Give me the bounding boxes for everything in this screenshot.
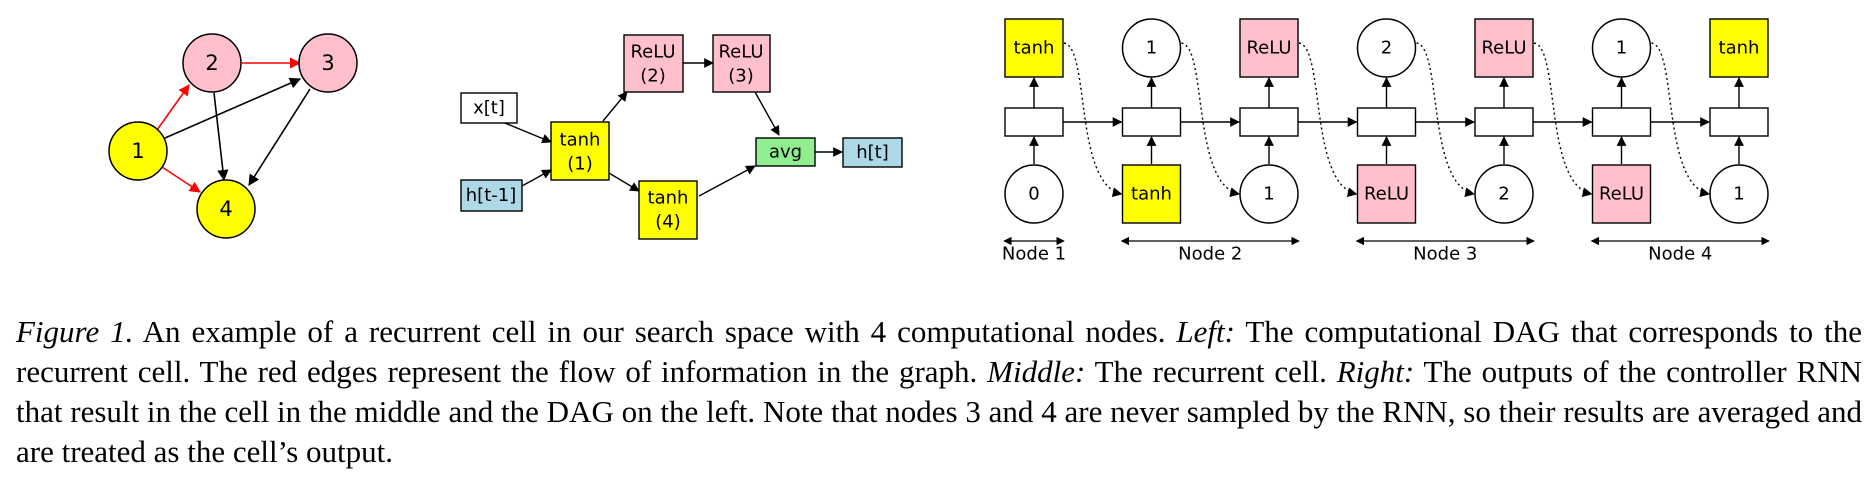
cell-tanh1-index: (1) <box>567 154 593 175</box>
cell-edges <box>499 58 843 197</box>
controller-output-7-node <box>1709 18 1769 78</box>
dag-edge-1-4 <box>161 166 201 193</box>
cell-tanh1-label: tanh <box>560 130 601 151</box>
cell-h-out-label: h[t] <box>856 142 889 163</box>
controller-step-6-state <box>1591 107 1652 137</box>
controller-step-7-state <box>1709 107 1769 137</box>
caption-right-label: Right: <box>1336 354 1415 389</box>
controller-step-4-state <box>1356 107 1417 137</box>
cell-relu3: ReLU (3) <box>712 34 771 93</box>
controller-output-5-label: ReLU <box>1481 38 1526 59</box>
controller-group-4-label: Node 4 <box>1648 244 1712 265</box>
controller-input-1-label: 0 <box>1028 184 1039 205</box>
controller-step-5-state <box>1474 107 1534 137</box>
figure-diagram: 1 2 3 4 x[t] <box>108 18 1770 265</box>
cell-edge-tanh4-avg <box>698 165 756 197</box>
dag-node-4: 4 <box>196 179 256 239</box>
controller-feedback-1 <box>1063 42 1123 197</box>
controller-input-2-node <box>1121 164 1182 224</box>
cell-avg-label: avg <box>769 142 802 163</box>
cell-edge-tanh1-relu2 <box>602 91 628 122</box>
cell-relu2-label: ReLU <box>630 42 675 63</box>
controller-input-5-label: 2 <box>1498 184 1509 205</box>
cell-tanh4-label: tanh <box>648 188 689 209</box>
caption-left-label: Left: <box>1176 314 1235 349</box>
dag-edge-1-2 <box>156 84 190 131</box>
controller-panel: tanh01tanhReLU12ReLUReLU21ReLUtanh1Node … <box>1002 18 1770 265</box>
controller-input-5-node <box>1474 164 1534 224</box>
cell-edge-tanh1-tanh4 <box>608 172 640 192</box>
dag-edges <box>156 57 311 193</box>
cell-tanh4: tanh (4) <box>638 180 698 240</box>
cell-x-input-label: x[t] <box>473 98 505 119</box>
dag-node-2: 2 <box>182 33 242 93</box>
controller-input-2-label: tanh <box>1131 184 1172 205</box>
cell-edge-relu3-avg <box>754 91 780 136</box>
controller-output-4-node <box>1356 18 1417 78</box>
figure-caption: Figure 1. An example of a recurrent cell… <box>16 312 1862 472</box>
controller-group-2-label: Node 2 <box>1178 244 1242 265</box>
controller-output-3-node <box>1239 18 1299 78</box>
controller-feedback-2 <box>1181 42 1240 197</box>
controller-input-7-node <box>1709 164 1769 224</box>
dag-node-2-label: 2 <box>205 51 218 75</box>
caption-part-3: The recurrent cell. <box>1085 354 1337 389</box>
cell-edge-x-tanh1 <box>499 120 552 144</box>
dag-node-3: 3 <box>298 33 358 93</box>
controller-feedback-5 <box>1533 42 1593 197</box>
cell-relu2: ReLU (2) <box>623 34 684 93</box>
controller-group-3-label: Node 3 <box>1413 244 1477 265</box>
cell-x-input: x[t] <box>460 92 518 124</box>
caption-part-2: The computational DAG that corresponds t… <box>16 314 1862 389</box>
controller-input-6-label: ReLU <box>1599 184 1644 205</box>
controller-step-1-state <box>1004 107 1064 137</box>
controller-input-3-node <box>1239 164 1299 224</box>
controller-feedback-6 <box>1651 42 1710 197</box>
dag-edge-1-3 <box>164 77 302 139</box>
controller-output-2-node <box>1121 18 1182 78</box>
caption-figure-label: Figure 1. <box>16 314 134 349</box>
controller-output-6-label: 1 <box>1616 38 1627 59</box>
caption-part-4: The outputs of the controller RNN that r… <box>16 354 1862 469</box>
controller-input-4-label: ReLU <box>1364 184 1409 205</box>
cell-edge-h-tanh1 <box>521 169 552 187</box>
dag-node-3-label: 3 <box>321 51 334 75</box>
controller-feedback-4 <box>1416 42 1475 197</box>
cell-h-out: h[t] <box>842 137 903 168</box>
dag-node-1: 1 <box>108 121 168 181</box>
cell-avg: avg <box>755 137 816 167</box>
cell-relu3-index: (3) <box>728 66 754 87</box>
controller-input-3-label: 1 <box>1263 184 1274 205</box>
controller-output-1-label: tanh <box>1014 38 1055 59</box>
dag-panel: 1 2 3 4 <box>108 33 358 239</box>
caption-part-1: An example of a recurrent cell in our se… <box>133 314 1177 349</box>
cell-tanh1: tanh (1) <box>550 121 610 181</box>
controller-input-6-node <box>1591 164 1652 224</box>
controller-feedback-3 <box>1298 42 1358 197</box>
controller-output-2-label: 1 <box>1146 38 1157 59</box>
controller-step-3-state <box>1239 107 1299 137</box>
caption-middle-label: Middle: <box>987 354 1086 389</box>
dag-node-4-label: 4 <box>219 197 232 221</box>
controller-output-7-label: tanh <box>1719 38 1760 59</box>
controller-output-3-label: ReLU <box>1246 38 1291 59</box>
controller-output-5-node <box>1474 18 1534 78</box>
cell-tanh4-index: (4) <box>655 212 681 233</box>
dag-edge-3-4 <box>248 88 311 186</box>
dag-node-1-label: 1 <box>131 139 144 163</box>
controller-input-4-node <box>1356 164 1417 224</box>
controller-group-1-label: Node 1 <box>1002 244 1066 265</box>
cell-panel: x[t] h[t-1] tanh (1) ReLU (2) ReLU (3) t… <box>460 34 903 240</box>
controller-output-6-node <box>1591 18 1652 78</box>
cell-h-prev-label: h[t-1] <box>466 185 516 206</box>
controller-output-4-label: 2 <box>1381 38 1392 59</box>
controller-input-7-label: 1 <box>1733 184 1744 205</box>
controller-output-1-node <box>1004 18 1064 78</box>
controller-input-1-node <box>1004 164 1064 224</box>
cell-h-prev: h[t-1] <box>460 179 523 212</box>
cell-relu3-label: ReLU <box>718 42 763 63</box>
dag-edge-2-4 <box>213 92 229 182</box>
cell-relu2-index: (2) <box>640 66 666 87</box>
controller-step-2-state <box>1121 107 1182 137</box>
